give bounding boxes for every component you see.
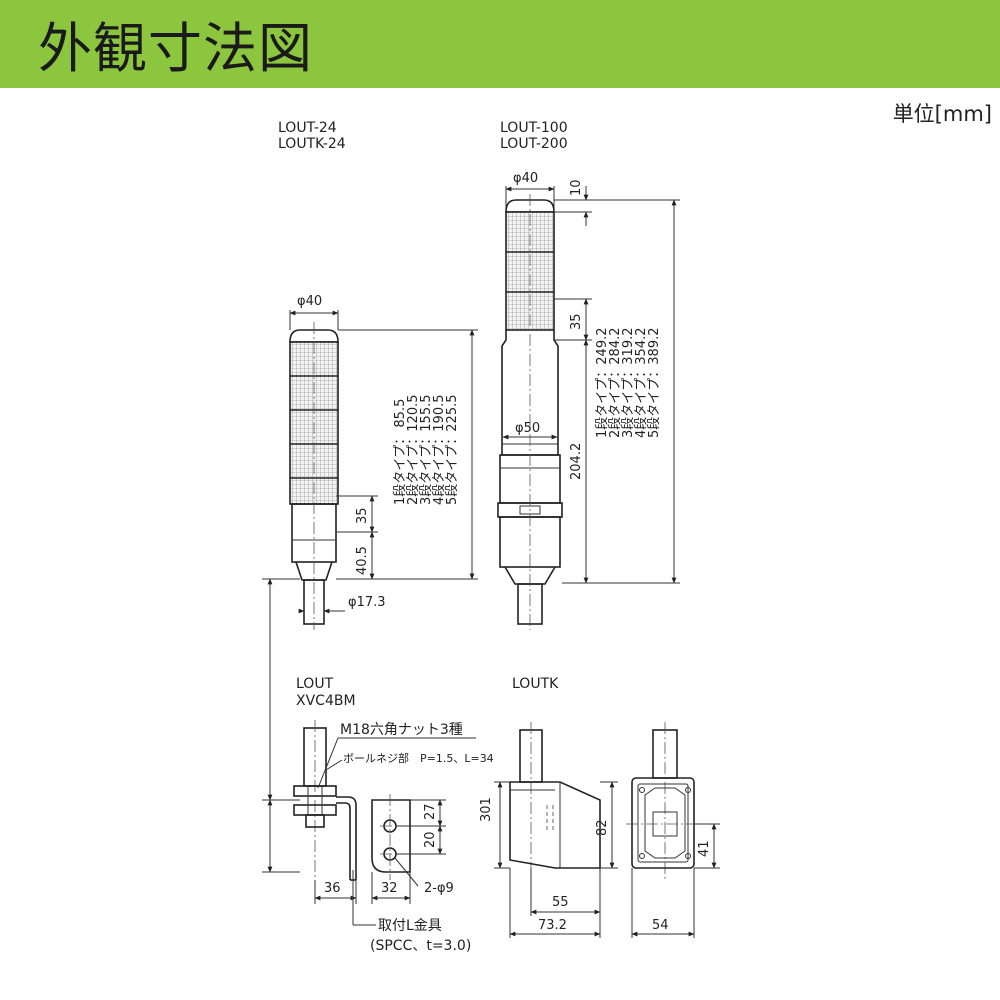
right-dim-2042: 204.2 (569, 443, 584, 480)
right-model-label-2: LOUT-200 (500, 136, 568, 152)
lout-mount-drawing: LOUT XVC4BM M18六角ナット3種 ボールネジ部 P=1.5、L=34… (262, 676, 494, 954)
bracket-note-1: 取付L金具 (378, 918, 442, 934)
left-height-2: 2段タイプ：120.5 (406, 395, 421, 506)
dim-20: 20 (423, 831, 438, 848)
right-model-label-1: LOUT-100 (500, 120, 568, 136)
dim-36: 36 (324, 881, 341, 896)
left-height-1: 1段タイプ： 85.5 (393, 399, 408, 505)
left-dim-35: 35 (355, 507, 370, 524)
right-height-2: 2段タイプ：284.2 (608, 328, 623, 439)
right-dia-top: φ40 (513, 171, 538, 186)
header-bar: 外観寸法図 (0, 0, 1000, 88)
left-height-3: 3段タイプ：155.5 (419, 395, 434, 506)
lout-mount-label-2: XVC4BM (296, 693, 356, 709)
left-model-label-2: LOUTK-24 (278, 136, 346, 152)
left-height-5: 5段タイプ：225.5 (445, 395, 460, 506)
right-height-3: 3段タイプ：319.2 (621, 328, 636, 439)
left-dia-shaft: φ17.3 (348, 595, 386, 610)
loutk-label: LOUTK (512, 676, 559, 692)
dim-82: 82 (595, 819, 610, 836)
right-height-5: 5段タイプ：389.2 (647, 328, 662, 439)
nut-note: M18六角ナット3種 (340, 722, 463, 738)
thread-note: ボールネジ部 P=1.5、L=34 (343, 751, 494, 765)
right-dia-body: φ50 (515, 421, 540, 436)
right-dim-35: 35 (569, 313, 584, 330)
right-model-drawing: LOUT-100 LOUT-200 φ40 φ50 (497, 120, 680, 630)
dim-27: 27 (423, 803, 438, 820)
unit-label: 単位[mm] (892, 102, 992, 126)
left-model-label-1: LOUT-24 (278, 120, 337, 136)
dim-32: 32 (381, 881, 398, 896)
left-dia-top: φ40 (297, 294, 322, 309)
page-title: 外観寸法図 (38, 17, 313, 80)
dim-41: 41 (697, 840, 712, 857)
right-dim-10: 10 (569, 179, 584, 196)
dim-54: 54 (652, 918, 669, 933)
holes-note: 2-φ9 (424, 881, 454, 896)
dim-301: 301 (479, 797, 494, 822)
left-height-4: 4段タイプ：190.5 (432, 395, 447, 506)
right-height-1: 1段タイプ：249.2 (595, 328, 610, 439)
right-height-4: 4段タイプ：354.2 (634, 328, 649, 439)
dim-55: 55 (552, 895, 569, 910)
bracket-note-2: (SPCC、t=3.0) (370, 938, 471, 954)
left-model-drawing: LOUT-24 LOUTK-24 φ40 φ17.3 (278, 120, 478, 630)
lout-mount-label-1: LOUT (296, 676, 334, 692)
dim-732: 73.2 (538, 918, 567, 933)
left-dim-405: 40.5 (355, 546, 370, 575)
loutk-drawing: LOUTK 301 82 55 73.2 (479, 676, 720, 938)
